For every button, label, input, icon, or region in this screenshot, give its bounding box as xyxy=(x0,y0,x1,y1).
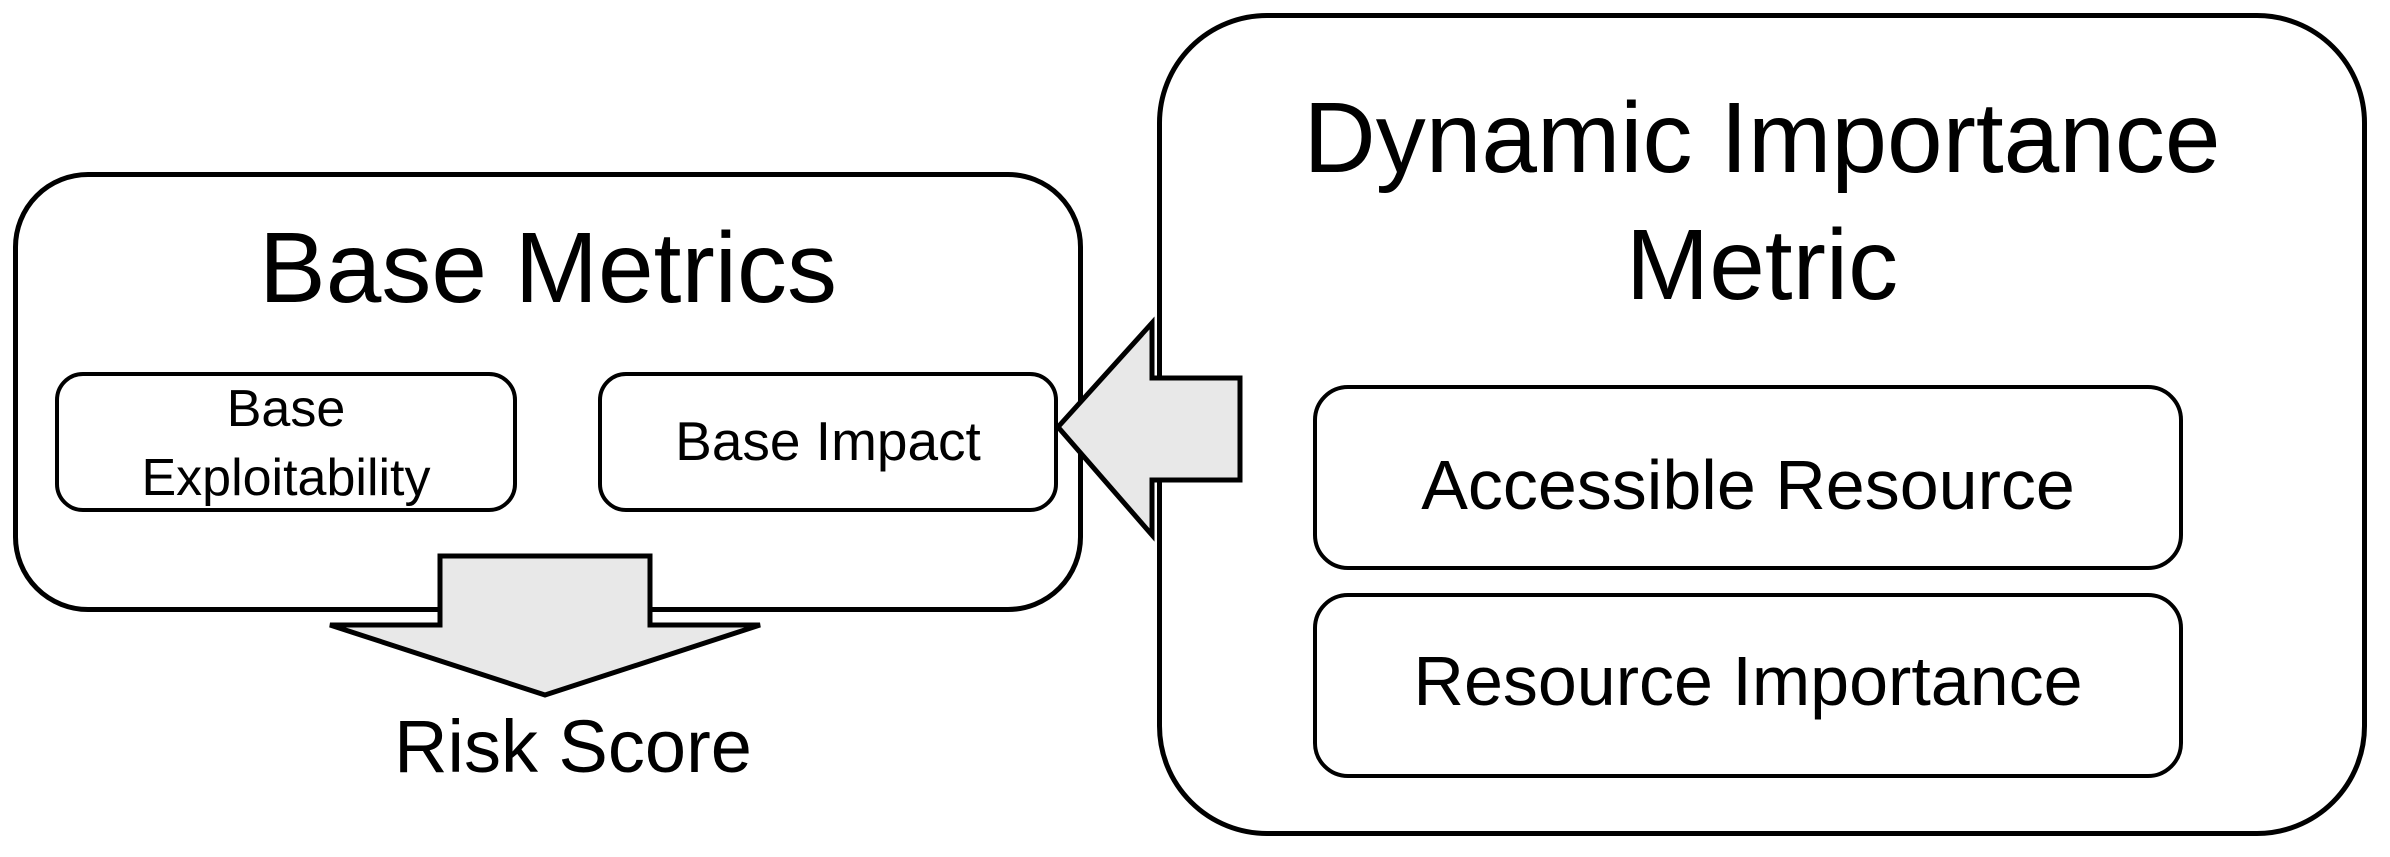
accessible-resource-box xyxy=(1313,385,2183,570)
base-impact-box xyxy=(598,372,1058,512)
base-exploitability-line1: Base xyxy=(226,380,346,438)
base-exploitability-line2: Exploitability xyxy=(141,449,431,508)
base-impact-label: Base Impact xyxy=(675,410,981,472)
resource-importance-box xyxy=(1313,593,2183,778)
accessible-resource-label: Accessible Resource xyxy=(1421,446,2075,524)
dynamic-importance-metric-title: Dynamic Importance Metric xyxy=(1157,75,2367,329)
base-metrics-title: Base Metrics xyxy=(259,212,837,324)
dim-title-line2: Metric xyxy=(1625,209,1899,321)
base-exploitability-label: Base Exploitability xyxy=(55,375,517,513)
dim-title-line1: Dynamic Importance xyxy=(1303,82,2221,194)
base-exploitability-box xyxy=(55,372,517,512)
resource-importance-label: Resource Importance xyxy=(1413,642,2083,720)
risk-score-label: Risk Score xyxy=(394,705,752,788)
